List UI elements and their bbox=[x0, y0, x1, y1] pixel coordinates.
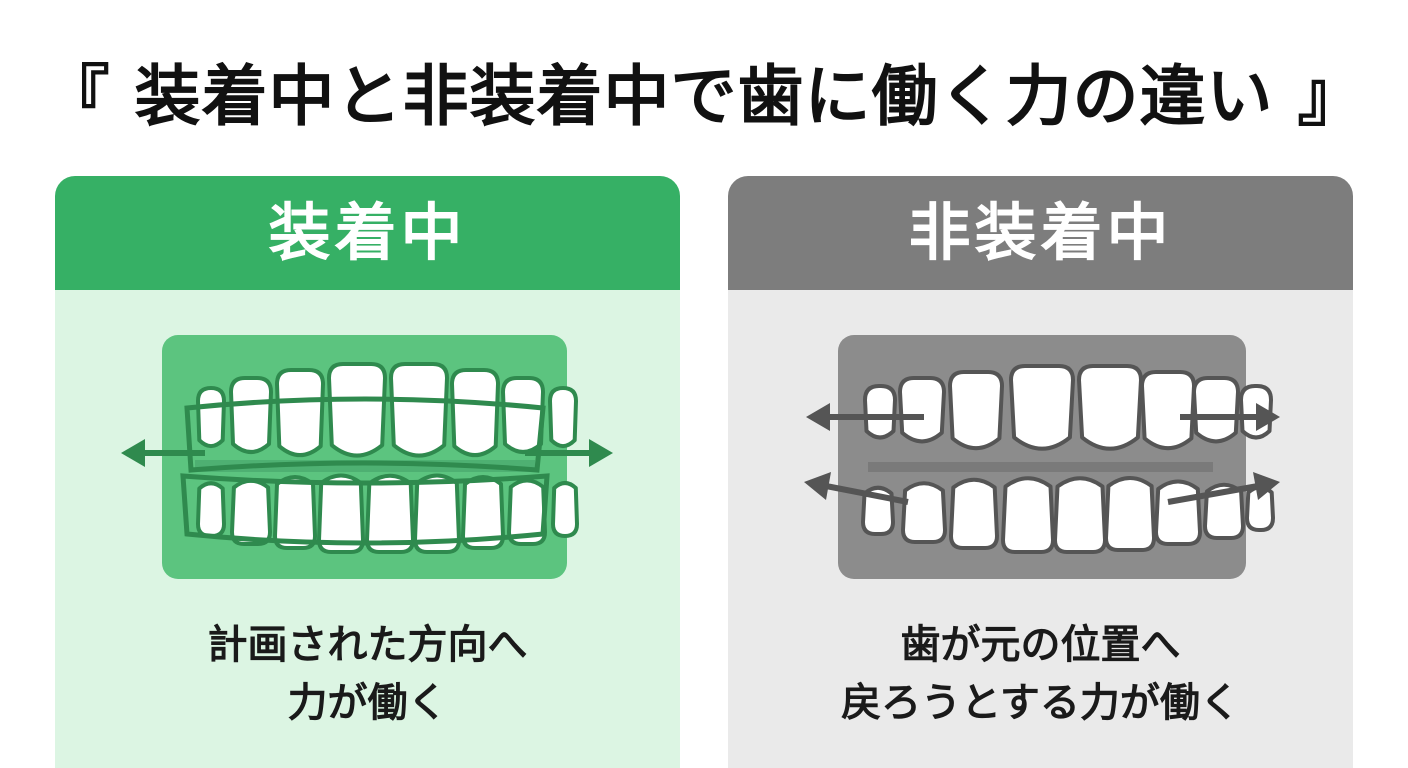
upper-tooth bbox=[863, 384, 897, 440]
upper-tooth bbox=[196, 386, 226, 449]
lower-tooth bbox=[230, 478, 272, 546]
lower-tooth bbox=[1001, 476, 1055, 554]
lower-tooth bbox=[551, 481, 579, 538]
lower-tooth bbox=[949, 477, 999, 550]
upper-tooth bbox=[389, 362, 449, 458]
not-wearing-caption: 歯が元の位置へ 戻ろうとする力が働く bbox=[728, 616, 1353, 732]
upper-tooth bbox=[1192, 376, 1240, 444]
lower-tooth bbox=[1053, 476, 1107, 554]
lower-tooth bbox=[1104, 476, 1156, 552]
upper-tooth bbox=[501, 376, 545, 454]
wearing-panel-body: 計画された方向へ 力が働く bbox=[55, 290, 680, 768]
upper-tooth bbox=[275, 368, 325, 458]
lower-tooth bbox=[365, 473, 415, 554]
upper-tooth bbox=[1140, 370, 1196, 451]
lower-tooth bbox=[1203, 482, 1245, 540]
upper-tooth bbox=[548, 386, 578, 449]
lower-tooth bbox=[413, 473, 461, 554]
wearing-panel: 装着中 計画された方向へ 力が働く bbox=[55, 176, 680, 768]
wearing-panel-header: 装着中 bbox=[55, 176, 680, 290]
lower-tooth bbox=[901, 481, 947, 544]
upper-tooth bbox=[1077, 364, 1143, 451]
lower-tooth bbox=[317, 473, 365, 554]
right-force-arrow bbox=[525, 439, 613, 467]
left-force-arrow bbox=[121, 439, 205, 467]
wearing-caption-line1: 計画された方向へ bbox=[207, 622, 528, 668]
lower-aligner-outline bbox=[180, 473, 550, 546]
not-wearing-panel-header: 非装着中 bbox=[728, 176, 1353, 290]
upper-tooth bbox=[450, 368, 500, 458]
teeth-with-aligner-illustration bbox=[121, 335, 613, 579]
lower-tooth bbox=[461, 475, 505, 550]
lower-tooth bbox=[273, 475, 317, 550]
upper-left-return-arrow bbox=[806, 403, 924, 431]
page-title: 『 装着中と非装着中で歯に働く力の違い 』 bbox=[43, 58, 1365, 135]
upper-tooth bbox=[327, 362, 387, 458]
upper-tooth bbox=[1009, 364, 1075, 451]
not-wearing-caption-line1: 歯が元の位置へ bbox=[900, 622, 1181, 668]
not-wearing-panel-body: 歯が元の位置へ 戻ろうとする力が働く bbox=[728, 290, 1353, 768]
upper-tooth bbox=[898, 376, 946, 444]
upper-aligner-outline bbox=[184, 396, 546, 473]
lower-tooth bbox=[1154, 479, 1202, 546]
upper-tooth bbox=[229, 376, 273, 454]
upper-right-return-arrow bbox=[1180, 403, 1280, 431]
lower-left-return-arrow bbox=[804, 472, 909, 505]
wearing-caption: 計画された方向へ 力が働く bbox=[55, 616, 680, 732]
lower-right-return-arrow bbox=[1167, 472, 1280, 505]
lower-tooth bbox=[196, 481, 226, 538]
wearing-caption-line2: 力が働く bbox=[287, 680, 448, 726]
lower-tooth bbox=[507, 478, 547, 546]
upper-tooth bbox=[948, 370, 1004, 451]
not-wearing-caption-line2: 戻ろうとする力が働く bbox=[841, 680, 1240, 726]
not-wearing-panel: 非装着中 歯が元の位置へ 戻 bbox=[728, 176, 1353, 768]
teeth-without-aligner-illustration bbox=[804, 335, 1280, 579]
